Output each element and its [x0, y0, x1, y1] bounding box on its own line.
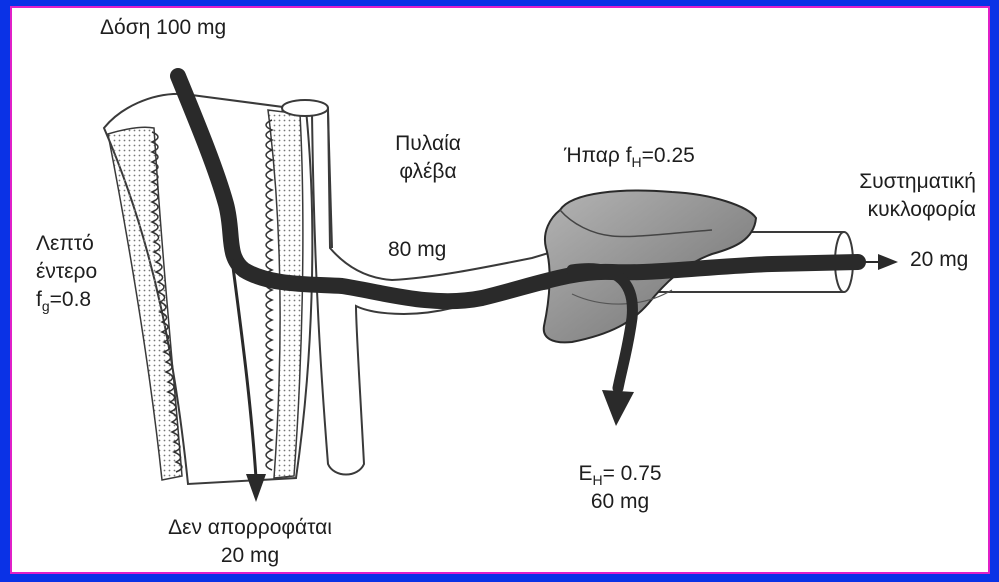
eh-prefix: E	[578, 462, 592, 485]
eh-line: EH= 0.75	[560, 460, 680, 488]
not-absorbed-line1: Δεν απορροφάται	[140, 514, 360, 542]
drug-absorption-diagram	[12, 8, 988, 572]
hepatic-extraction-label: EH= 0.75 60 mg	[560, 460, 680, 516]
intestine-value: =0.8	[50, 288, 91, 311]
liver-label-value: =0.25	[642, 144, 695, 167]
not-absorbed-arrowhead	[246, 474, 266, 502]
intestine-label-line1: Λεπτό	[36, 230, 97, 258]
portal-vein-label-line2: φλέβα	[380, 158, 476, 186]
portal-vein-label-line1: Πυλαία	[380, 130, 476, 158]
not-absorbed-label: Δεν απορροφάται 20 mg	[140, 514, 360, 570]
not-absorbed-amount: 20 mg	[140, 542, 360, 570]
intestine-sub: g	[42, 298, 50, 314]
systemic-circulation-label: Συστηματική κυκλοφορία	[800, 168, 976, 224]
intestine-fraction: fg=0.8	[36, 286, 97, 314]
diagram-frame: Δόση 100 mg Πυλαία φλέβα 80 mg Ήπαρ fH=0…	[10, 6, 990, 574]
systemic-label-line1: Συστηματική	[800, 168, 976, 196]
liver-label-sub: H	[632, 154, 642, 170]
portal-vein-label: Πυλαία φλέβα	[380, 130, 476, 186]
liver-label-prefix: Ήπαρ f	[564, 144, 632, 167]
systemic-amount: 20 mg	[910, 246, 968, 274]
eh-amount: 60 mg	[560, 488, 680, 516]
liver-label: Ήπαρ fH=0.25	[564, 142, 695, 170]
systemic-label-line2: κυκλοφορία	[800, 196, 976, 224]
small-intestine-label: Λεπτό έντερο fg=0.8	[36, 230, 97, 314]
eh-sub: H	[592, 472, 602, 488]
systemic-arrowhead	[878, 254, 898, 270]
portal-vein-amount: 80 mg	[388, 236, 446, 264]
hepatic-extraction-arrowhead	[602, 390, 634, 426]
eh-value: = 0.75	[603, 462, 662, 485]
dose-label: Δόση 100 mg	[100, 14, 226, 42]
intestine-label-line2: έντερο	[36, 258, 97, 286]
